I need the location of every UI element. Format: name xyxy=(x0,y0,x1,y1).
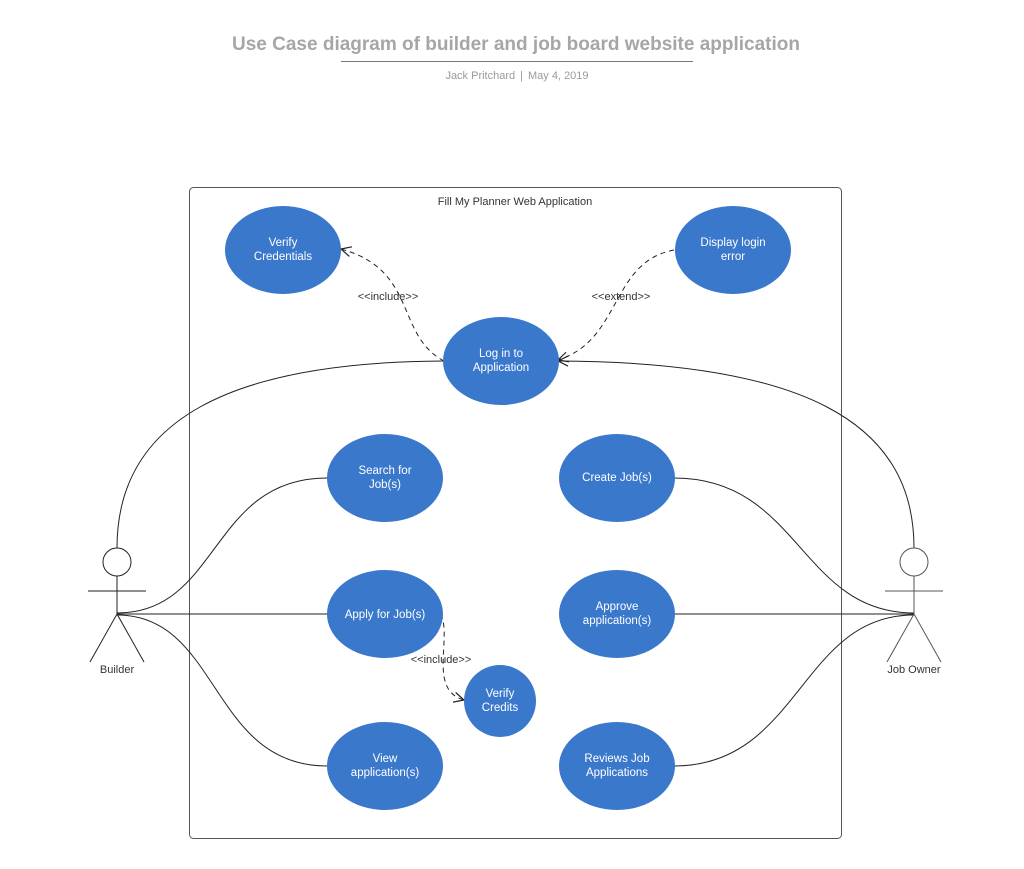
association-jobowner-create xyxy=(673,477,915,614)
diagram-title: Use Case diagram of builder and job boar… xyxy=(232,34,800,55)
actor-builder-label: Builder xyxy=(100,664,135,676)
usecase-apply-jobs[interactable]: Apply for Job(s) xyxy=(327,570,443,658)
usecase-label-line: Applications xyxy=(586,767,648,779)
usecase-label-line: View xyxy=(373,753,398,765)
actor-builder[interactable] xyxy=(88,547,146,663)
jobowner-associations xyxy=(558,361,915,767)
system-name: Fill My Planner Web Application xyxy=(438,196,592,208)
usecase-label-line: Search for xyxy=(358,465,411,477)
usecase-label-line: Log in to xyxy=(479,348,523,360)
usecase-label-line: application(s) xyxy=(583,615,652,627)
dependency-relations xyxy=(341,249,675,700)
usecase-label-line: Verify xyxy=(486,688,515,700)
include-label-apply: <<include>> xyxy=(411,654,472,666)
builder-associations xyxy=(116,360,445,767)
extend-display-error-login xyxy=(558,249,675,360)
actor-head xyxy=(102,547,132,577)
association-jobowner-login xyxy=(558,361,915,549)
usecase-review-applications[interactable]: Reviews Job Applications xyxy=(559,722,675,810)
association-builder-view xyxy=(116,614,328,767)
usecase-label-line: Credentials xyxy=(254,251,312,263)
extend-label-login: <<extend>> xyxy=(592,291,651,303)
include-login-verify-credentials xyxy=(341,249,445,362)
usecase-label-line: Job(s) xyxy=(369,479,401,491)
usecase-label-line: Create Job(s) xyxy=(582,472,652,484)
usecase-approve-applications[interactable]: Approve application(s) xyxy=(559,570,675,658)
include-label-login: <<include>> xyxy=(358,291,419,303)
usecase-create-jobs[interactable]: Create Job(s) xyxy=(559,434,675,522)
subtitle-separator: | xyxy=(520,70,523,82)
usecase-verify-credentials[interactable]: Verify Credentials xyxy=(225,206,341,294)
association-jobowner-review xyxy=(673,614,915,767)
usecase-search-jobs[interactable]: Search for Job(s) xyxy=(327,434,443,522)
system-boundary xyxy=(189,187,842,839)
usecase-label-line: error xyxy=(721,251,745,263)
usecase-label-line: Application xyxy=(473,362,529,374)
usecase-label-line: Credits xyxy=(482,702,519,714)
usecase-verify-credits[interactable]: Verify Credits xyxy=(464,665,536,737)
diagram-date: May 4, 2019 xyxy=(528,70,589,82)
actor-head xyxy=(899,547,929,577)
usecase-label-line: Approve xyxy=(596,601,639,613)
usecase-label-line: application(s) xyxy=(351,767,420,779)
actor-job-owner-label: Job Owner xyxy=(887,664,941,676)
actor-job-owner[interactable] xyxy=(885,547,943,663)
diagram-subtitle: Jack Pritchard | May 4, 2019 xyxy=(0,70,1024,82)
usecase-display-login-error[interactable]: Display login error xyxy=(675,206,791,294)
usecase-label-line: Display login xyxy=(700,237,765,249)
usecase-log-in[interactable]: Log in to Application xyxy=(443,317,559,405)
include-apply-verify-credits xyxy=(440,613,464,700)
usecase-label-line: Apply for Job(s) xyxy=(345,609,426,621)
title-underline xyxy=(341,61,693,62)
usecase-view-applications[interactable]: View application(s) xyxy=(327,722,443,810)
association-builder-login xyxy=(116,360,445,549)
association-builder-search xyxy=(116,477,328,614)
usecase-label-line: Reviews Job xyxy=(584,753,649,765)
usecase-label-line: Verify xyxy=(269,237,298,249)
author-name: Jack Pritchard xyxy=(445,70,516,82)
